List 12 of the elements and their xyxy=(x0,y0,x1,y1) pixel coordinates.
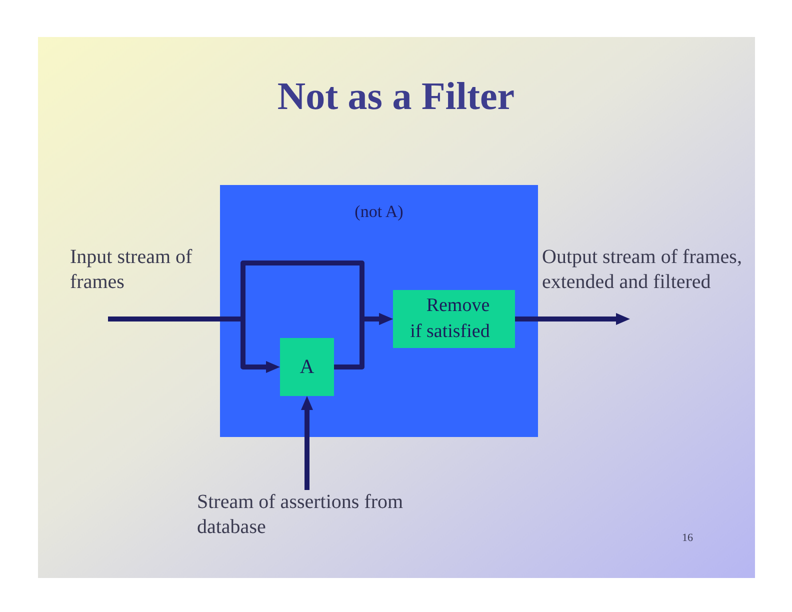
process-box: Remove if satisfied xyxy=(393,290,515,348)
arrow xyxy=(515,313,630,325)
arrow xyxy=(301,396,313,490)
source-label: Stream of assertions from database xyxy=(197,490,429,542)
arrow xyxy=(334,313,393,370)
slide-title: Not as a Filter xyxy=(277,74,515,119)
input-label: Input stream of frames xyxy=(70,245,194,295)
page-number: 16 xyxy=(682,531,694,545)
output-label: Output stream of frames, extended and filtered xyxy=(542,245,743,295)
container-box xyxy=(220,185,538,437)
box-label: (not A) xyxy=(354,202,404,222)
process-box: A xyxy=(280,338,334,396)
